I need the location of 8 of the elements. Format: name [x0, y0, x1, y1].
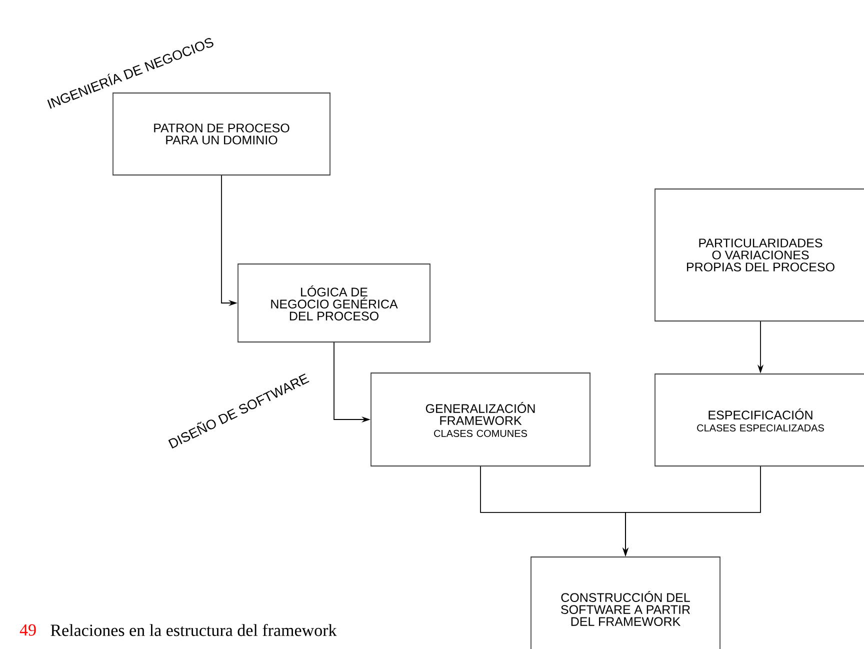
- figure-number: 49: [20, 624, 36, 636]
- process-box: CONSTRUCCIÓN DEL SOFTWARE A PARTIR DEL FRAMEWORK: [530, 556, 720, 649]
- process-box: GENERALIZACIÓN FRAMEWORK CLASES COMUNES: [370, 372, 590, 466]
- process-box: LÓGICA DE NEGOCIO GENÉRICA DEL PROCESO: [238, 264, 430, 342]
- process-box: PATRON DE PROCESO PARA UN DOMINIO: [112, 92, 330, 176]
- process-box: ESPECIFICACIÓN CLASES ESPECIALIZADAS: [654, 374, 864, 466]
- caption: Relaciones en la estructura del framework: [50, 624, 337, 636]
- process-box: PARTICULARIDADES O VARIACIONES PROPIAS DEL PROCESO: [654, 188, 864, 322]
